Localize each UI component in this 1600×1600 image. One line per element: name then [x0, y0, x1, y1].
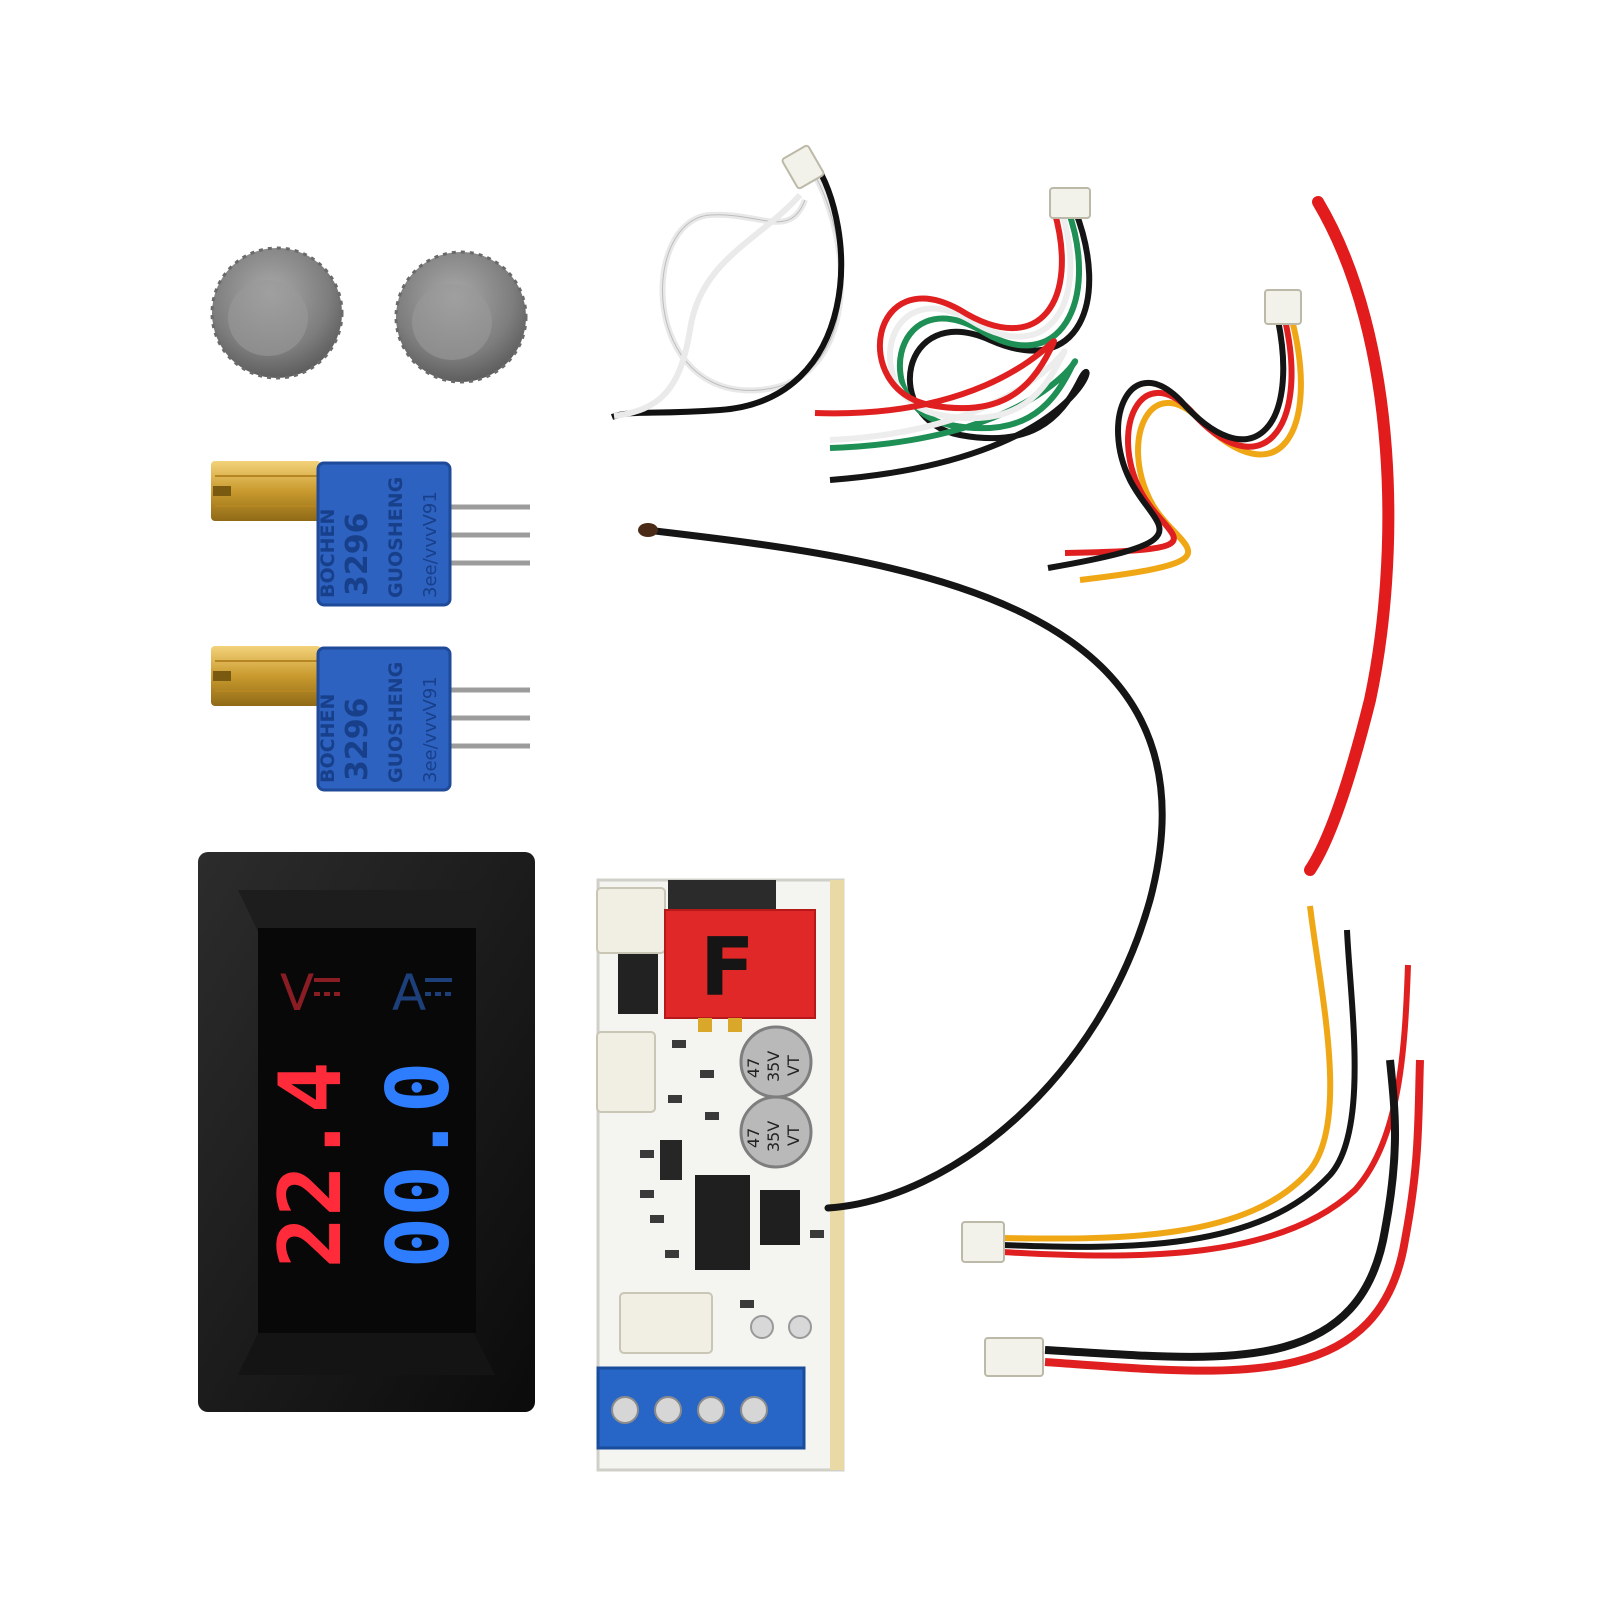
two-pin-cable-top	[610, 144, 845, 420]
two-wire-cable-bottom	[984, 1059, 1424, 1377]
volt-amp-meter: V A 22.4 00.0	[198, 852, 535, 1412]
ic-main	[695, 1175, 750, 1270]
two-wire-connector	[984, 1337, 1044, 1377]
pot2-maker: GUOSHENG	[385, 662, 407, 783]
four-pin-connector	[1049, 187, 1091, 219]
pot2-model: 3296	[340, 698, 375, 782]
three-pin-cable	[1047, 289, 1304, 583]
pcb-connector-mid	[596, 1031, 656, 1113]
pcb-connector-top	[596, 887, 666, 954]
capacitor-2-value: 47	[744, 1128, 763, 1148]
pot2-code: 3ee/vvvV91	[420, 676, 441, 783]
trimmer-potentiometer-1: BOCHEN 3296 GUOSHENG 3ee/vvvV91	[211, 461, 530, 607]
knob-left	[210, 246, 344, 380]
ic-secondary	[760, 1190, 800, 1245]
capacitor-1: 47 35V VT	[739, 1025, 813, 1099]
meter-unit-a: A	[392, 964, 426, 1022]
transformer	[664, 909, 816, 1019]
pot1-model: 3296	[340, 513, 375, 597]
capacitor-2-series: VT	[784, 1125, 803, 1146]
controller-pcb: F 47 35V VT 47 35V VT	[596, 878, 845, 1472]
pot1-brand: BOCHEN	[317, 509, 339, 598]
voltage-reading: 22.4	[261, 1061, 361, 1268]
four-pin-cable	[814, 187, 1093, 483]
pcb-connector-bottom	[619, 1292, 713, 1354]
capacitor-2-voltage: 35V	[764, 1121, 783, 1152]
meter-unit-v: V	[280, 964, 314, 1022]
knob-right	[394, 250, 528, 384]
terminal-screw-3	[697, 1396, 725, 1424]
transformer-mark: F	[700, 921, 755, 1014]
three-pin-connector	[1264, 289, 1302, 325]
trimmer-potentiometer-2: BOCHEN 3296 GUOSHENG 3ee/vvvV91	[211, 646, 530, 792]
terminal-screw-4	[740, 1396, 768, 1424]
terminal-screw-2	[654, 1396, 682, 1424]
pot2-brand: BOCHEN	[317, 694, 339, 783]
three-wire-connector	[961, 1221, 1005, 1263]
thermistor-probe-cable	[638, 523, 1166, 1212]
terminal-screw-1	[611, 1396, 639, 1424]
pot1-maker: GUOSHENG	[385, 477, 407, 598]
capacitor-2: 47 35V VT	[739, 1095, 813, 1169]
capacitor-1-value: 47	[744, 1058, 763, 1078]
capacitor-1-series: VT	[784, 1055, 803, 1076]
current-reading: 00.0	[369, 1061, 469, 1268]
capacitor-1-voltage: 35V	[764, 1051, 783, 1082]
two-pin-connector-top	[781, 144, 825, 190]
red-power-wire	[1304, 196, 1395, 876]
three-wire-cable-bottom	[961, 905, 1411, 1263]
pot1-code: 3ee/vvvV91	[420, 491, 441, 598]
